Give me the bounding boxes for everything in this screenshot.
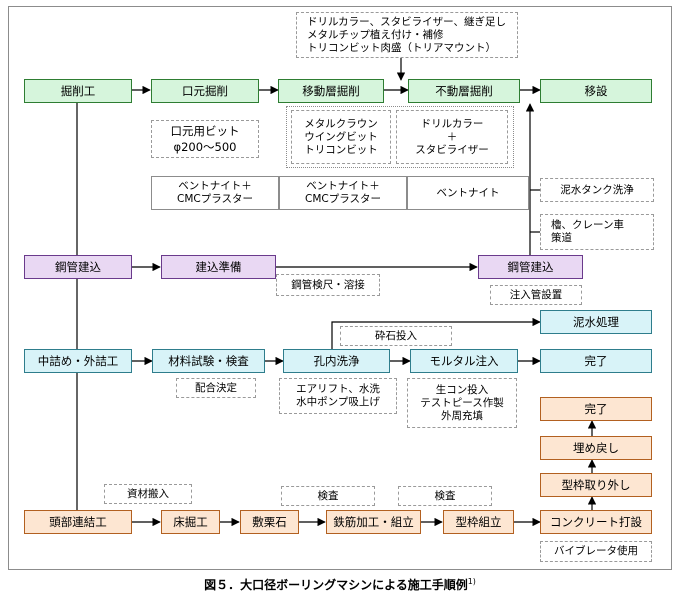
figure-caption: 図５．大口径ボーリングマシンによる施工手順例1)	[0, 576, 680, 593]
note-deisui-tank: 泥水タンク洗浄	[540, 178, 654, 202]
step-toubu-renketsu: 頭部連結工	[24, 510, 132, 534]
step-umemodoshi: 埋め戻し	[540, 436, 652, 460]
note-line: 口元用ビット	[170, 124, 240, 138]
step-katawaku-kumitate: 型枠組立	[443, 510, 514, 534]
note-yagura: 櫓、クレーン車 策道	[540, 214, 654, 250]
step-koukan-tatekomi: 鋼管建込	[24, 255, 132, 279]
note-line: ベントナイト＋	[306, 180, 380, 192]
step-kanryou-1: 完了	[540, 349, 652, 373]
arrow-kounai-deisui	[331, 317, 541, 349]
step-shikiguri: 敷栗石	[240, 510, 299, 534]
note-kensa-1: 検査	[281, 486, 375, 506]
note-line: トリコンビット肉盛（トリアマウント）	[307, 41, 496, 54]
step-naka-zume: 中詰め・外詰工	[24, 349, 132, 373]
note-kensa-2: 検査	[398, 486, 492, 506]
note-line: トリコンビット	[304, 143, 378, 156]
bit-group-outline	[286, 106, 514, 168]
step-kussaku: 掘削工	[24, 79, 132, 103]
note-line: 生コン投入	[435, 383, 489, 396]
note-line: 外周充填	[441, 409, 483, 422]
note-line: ウイングビット	[304, 130, 378, 143]
step-idousou: 移動層掘削	[278, 79, 384, 103]
step-katawaku-torihazushi: 型枠取り外し	[540, 473, 652, 497]
note-chuunyuu-kan: 注入管設置	[490, 285, 582, 305]
caption-ref: 1)	[467, 577, 476, 586]
caption-text: 図５．大口径ボーリングマシンによる施工手順例	[204, 578, 468, 592]
note-line: φ200～500	[173, 140, 237, 154]
note-haigou-kettei: 配合決定	[176, 378, 256, 398]
step-kounai-senjou: 孔内洗浄	[283, 349, 390, 373]
note-line: テストピース作製	[420, 396, 504, 409]
step-mortar-chuunyuu: モルタル注入	[410, 349, 518, 373]
step-kuchimoto: 口元掘削	[151, 79, 259, 103]
note-bentonite-2: ベントナイト＋ CMCプラスター	[279, 176, 407, 210]
note-line: 水中ポンプ吸上げ	[296, 396, 380, 408]
note-line: ベントナイト＋	[178, 180, 252, 192]
note-saiseki-tounyuu: 砕石投入	[340, 326, 452, 346]
step-koukan-tatekomi-2: 鋼管建込	[478, 255, 583, 279]
step-deisui-shori: 泥水処理	[540, 310, 652, 334]
step-tokobori: 床掘工	[161, 510, 220, 534]
note-line: 櫓、クレーン車	[551, 219, 624, 231]
step-tekkin-kakou: 鉄筋加工・組立	[326, 510, 421, 534]
step-kanryou-2: 完了	[540, 397, 652, 421]
step-zairyou-shiken: 材料試験・検査	[152, 349, 265, 373]
note-bit-size: 口元用ビット φ200～500	[151, 120, 259, 158]
note-airlift: エアリフト、水洗 水中ポンプ吸上げ	[279, 378, 397, 414]
step-fudousou: 不動層掘削	[408, 79, 520, 103]
note-line: エアリフト、水洗	[296, 383, 380, 395]
note-bits-left: メタルクラウン ウイングビット トリコンビット	[291, 110, 391, 164]
note-shizai-hannyuu: 資材搬入	[104, 484, 192, 504]
note-line: 策道	[551, 232, 572, 244]
note-koukan-kenshaku: 鋼管検尺・溶接	[276, 274, 380, 296]
note-bits-right: ドリルカラー ＋ スタビライザー	[396, 110, 508, 164]
step-concrete-dasetsu: コンクリート打設	[540, 510, 652, 534]
note-line: ドリルカラー、スタビライザー、継ぎ足し	[307, 15, 506, 28]
step-isetsu: 移設	[540, 79, 652, 103]
note-line: メタルクラウン	[304, 117, 378, 130]
note-vibrator: バイブレータ使用	[540, 541, 652, 562]
note-line: CMCプラスター	[304, 193, 381, 205]
note-line: ドリルカラー	[420, 117, 484, 130]
note-line: ＋	[446, 130, 458, 143]
step-tatekomi-junbi: 建込準備	[161, 255, 276, 279]
note-bentonite-3: ベントナイト	[407, 176, 529, 210]
note-bentonite-1: ベントナイト＋ CMCプラスター	[151, 176, 279, 210]
note-line: メタルチップ植え付け・補修	[307, 28, 444, 41]
note-namacon: 生コン投入 テストピース作製 外周充填	[407, 378, 517, 428]
note-line: CMCプラスター	[176, 193, 253, 205]
note-line: スタビライザー	[415, 143, 489, 156]
note-drill-collar: ドリルカラー、スタビライザー、継ぎ足し メタルチップ植え付け・補修 トリコンビッ…	[296, 12, 518, 58]
